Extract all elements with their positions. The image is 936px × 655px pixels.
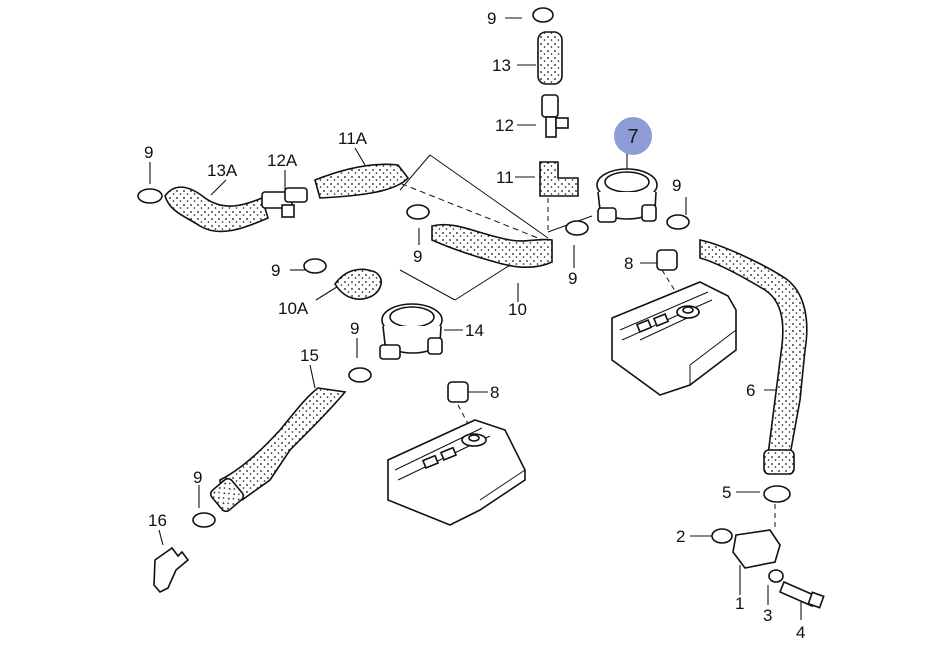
label-11: 11 [496, 168, 514, 187]
hose-6-end [763, 449, 795, 475]
bracket-1 [732, 529, 781, 569]
label-11a: 11A [338, 129, 368, 148]
callout-badge [614, 117, 652, 155]
hose-15 [219, 387, 347, 503]
label-15: 15 [300, 346, 319, 365]
label-9-bottom: 9 [193, 468, 202, 487]
hose-13a [164, 186, 269, 233]
hose-11a [314, 163, 410, 199]
label-16: 16 [148, 511, 167, 530]
label-12: 12 [495, 116, 514, 135]
label-3: 3 [763, 606, 772, 625]
elbow-11 [539, 161, 579, 197]
label-13a: 13A [207, 161, 238, 180]
valve-cover-left [387, 419, 526, 526]
connector-12 [541, 94, 559, 118]
label-14: 14 [465, 321, 484, 340]
hose-15-collar [209, 477, 245, 513]
hoses [164, 31, 808, 513]
hose-10a [334, 268, 382, 300]
label-12a: 12A [267, 151, 298, 170]
label-5: 5 [722, 483, 731, 502]
highlight-callout-7: 7 [614, 117, 652, 155]
callout-label: 7 [627, 126, 638, 148]
hose-10 [431, 223, 553, 269]
label-9-mid: 9 [271, 261, 280, 280]
label-9-top: 9 [487, 9, 496, 28]
valve-cover-right [611, 281, 737, 396]
label-10: 10 [508, 300, 527, 319]
label-6: 6 [746, 381, 755, 400]
fitting-16 [153, 546, 190, 593]
label-2: 2 [676, 527, 685, 546]
oring-2 [711, 528, 733, 544]
label-8-upper: 8 [624, 254, 633, 273]
label-9-lower: 9 [350, 319, 359, 338]
clamp-5 [763, 485, 791, 503]
part-labels: 9 13 12 11 9 8 9 13A 12A 11A 9 9 10A 10 … [144, 9, 805, 642]
washer-3 [768, 569, 784, 583]
label-13: 13 [492, 56, 511, 75]
parts [153, 94, 825, 609]
grommet-8-upper [656, 249, 678, 271]
hose-clamps [137, 7, 791, 528]
label-9-left: 9 [144, 143, 153, 162]
label-9-right-upper: 9 [672, 176, 681, 195]
hose-6 [699, 239, 808, 456]
grommet-8-lower [447, 381, 469, 403]
label-8-lower: 8 [490, 383, 499, 402]
hose-13 [537, 31, 563, 85]
label-9-center: 9 [413, 247, 422, 266]
label-4: 4 [796, 623, 805, 642]
label-10a: 10A [278, 299, 309, 318]
label-9-center-right: 9 [568, 269, 577, 288]
label-1: 1 [735, 594, 744, 613]
